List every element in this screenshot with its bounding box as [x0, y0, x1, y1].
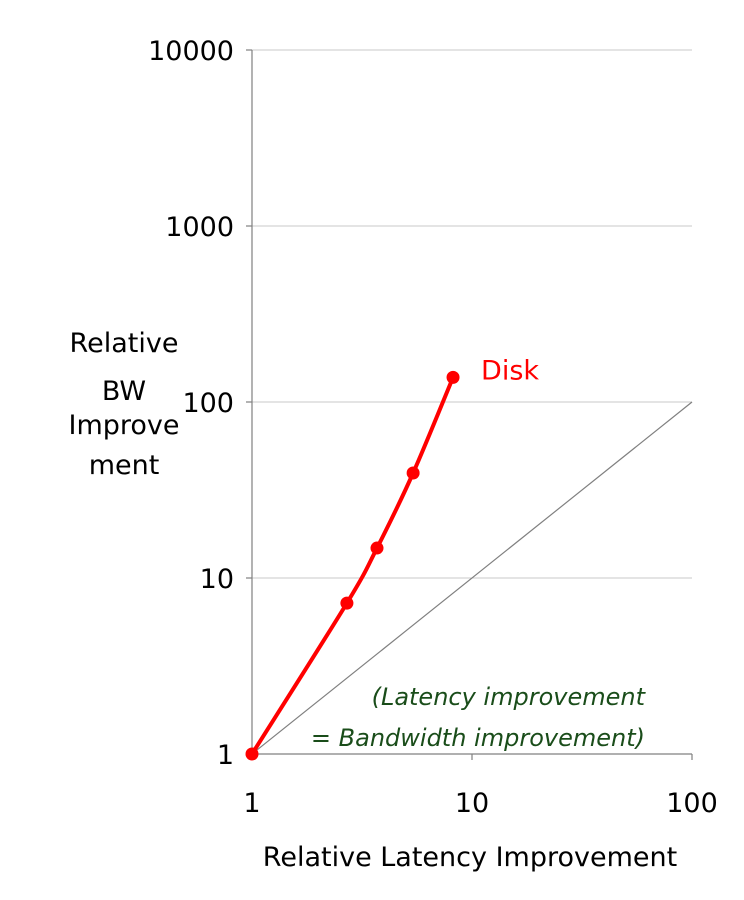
data-point-disk-1	[340, 596, 354, 610]
y-axis-title-line-4: ment	[89, 450, 160, 481]
data-point-disk-3	[406, 466, 420, 480]
data-point-disk-0	[245, 747, 259, 761]
data-point-disk-2	[370, 541, 384, 555]
reference-line-group	[251, 401, 693, 755]
annotation-line-1: (Latency improvement	[372, 683, 647, 711]
tick-labels: 1 10 100 1000 10000 1 10 100	[148, 36, 718, 819]
data-point-disk-4	[446, 370, 460, 384]
x-tick-label-100: 100	[666, 788, 718, 819]
y-tick-label-1: 1	[217, 740, 234, 771]
x-tick-label-1: 1	[243, 788, 260, 819]
y-axis-title: Relative BW Improve ment	[68, 328, 179, 481]
y-axis-title-line-1: Relative	[70, 328, 179, 359]
series-label-disk: Disk	[481, 355, 539, 386]
y-axis-title-line-3: Improve	[68, 410, 179, 441]
y-tick-label-10000: 10000	[148, 36, 234, 67]
y-tick-label-100: 100	[182, 388, 234, 419]
grid-lines	[252, 49, 692, 579]
x-axis-title: Relative Latency Improvement	[263, 842, 677, 873]
tick-marks	[246, 49, 693, 760]
y-axis-title-line-2: BW	[102, 376, 146, 407]
y-tick-label-1000: 1000	[165, 212, 234, 243]
x-tick-label-10: 10	[455, 788, 489, 819]
annotation-line-2: = Bandwidth improvement)	[311, 724, 645, 752]
reference-line	[251, 401, 693, 755]
y-tick-label-10: 10	[200, 564, 234, 595]
series-group	[245, 370, 460, 761]
